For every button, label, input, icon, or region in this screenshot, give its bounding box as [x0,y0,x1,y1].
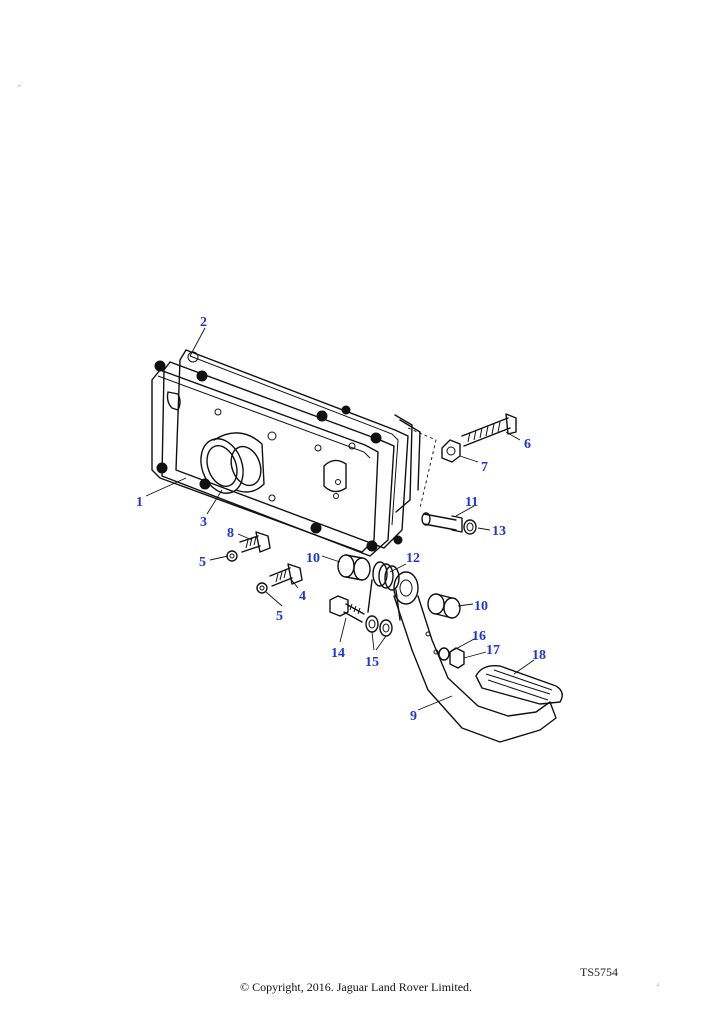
gasket-plate [175,349,409,549]
seal-ring [200,432,265,494]
nut-17 [449,647,465,669]
nut-7 [441,439,461,463]
diagram-reference: TS5754 [580,965,618,979]
callout-15[interactable]: 15 [365,655,379,670]
washer-16 [438,647,450,661]
bush-10-right [427,593,461,619]
bolt-4 [269,563,303,587]
callout-8[interactable]: 8 [227,526,234,541]
callout-2[interactable]: 2 [200,315,207,330]
corner-mark-top-left: ⌜ [18,84,22,93]
washer-5-lower [256,582,268,594]
callout-13[interactable]: 13 [492,524,506,539]
callout-10-right[interactable]: 10 [474,599,488,614]
copyright-notice: © Copyright, 2016. Jaguar Land Rover Lim… [239,980,473,994]
callout-16[interactable]: 16 [472,629,486,644]
callout-11[interactable]: 11 [465,495,478,510]
bolt-6 [461,413,517,447]
callout-labels: 1 2 3 4 5 5 6 7 8 9 10 10 11 12 13 14 15… [136,315,546,724]
callout-5-upper[interactable]: 5 [199,555,206,570]
bush-10-upper [337,554,371,581]
gasket [161,361,395,557]
callout-1[interactable]: 1 [136,495,143,510]
callout-17[interactable]: 17 [486,643,500,658]
callout-14[interactable]: 14 [331,646,345,661]
callout-3[interactable]: 3 [200,515,207,530]
callout-6[interactable]: 6 [524,437,531,452]
pedal-arm [393,571,557,743]
bolt-8 [239,531,271,553]
callout-4[interactable]: 4 [299,589,306,604]
bolt-14 [329,595,365,623]
callout-5-lower[interactable]: 5 [276,609,283,624]
callout-7[interactable]: 7 [481,460,488,475]
spring-12 [367,561,401,621]
callout-9[interactable]: 9 [410,709,417,724]
leader-lines [145,327,535,711]
pedal-pad [475,665,563,705]
callout-10-upper[interactable]: 10 [306,551,320,566]
corner-mark-bottom-right: ⌟ [656,978,660,987]
pin-11 [421,512,463,533]
callout-12[interactable]: 12 [406,551,420,566]
callout-18[interactable]: 18 [532,648,546,663]
washers-15 [365,615,393,637]
clip-13 [463,519,477,535]
washer-5-upper [226,550,238,562]
